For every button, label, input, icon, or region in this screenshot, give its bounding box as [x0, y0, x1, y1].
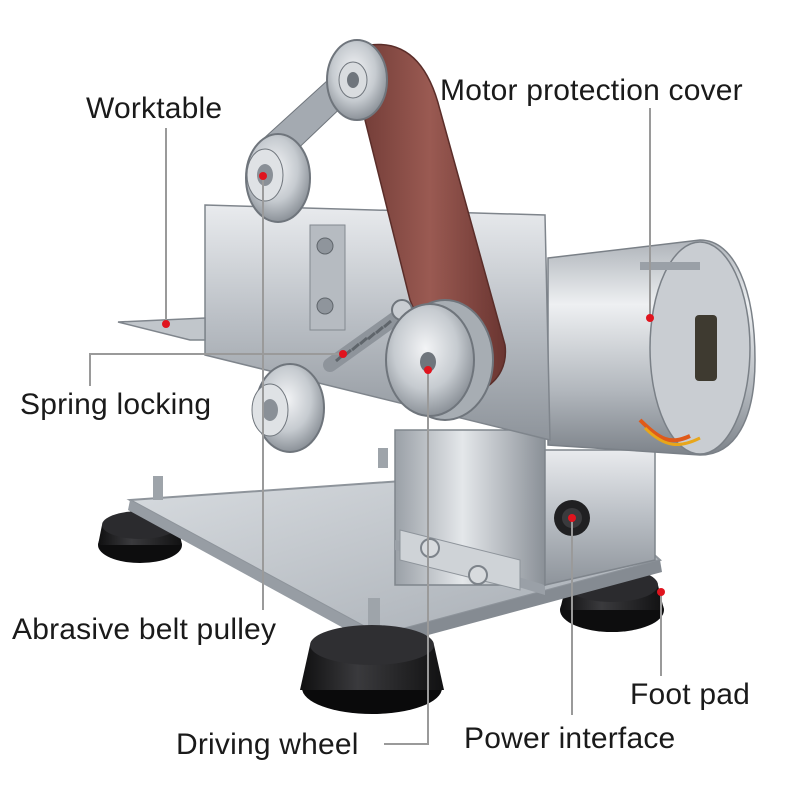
marker-worktable: [162, 320, 170, 328]
top-pulley: [326, 39, 388, 121]
driving-wheel-graphic: [385, 299, 494, 421]
label-driving-wheel: Driving wheel: [176, 728, 359, 761]
label-foot-pad: Foot pad: [630, 678, 751, 711]
leader-driving-wheel: [384, 370, 429, 745]
upper-pulley: [245, 133, 311, 223]
lower-pulley: [251, 363, 325, 453]
leader-lines: [89, 108, 662, 745]
marker-motor-cover: [646, 314, 654, 322]
markers: [162, 172, 665, 596]
marker-driving-wheel: [424, 366, 432, 374]
label-worktable: Worktable: [86, 92, 223, 125]
marker-spring-locking: [339, 350, 347, 358]
label-abrasive-belt-pulley: Abrasive belt pulley: [12, 613, 277, 646]
support-bracket: [394, 429, 546, 595]
motor: [547, 239, 756, 456]
label-motor-protection-cover: Motor protection cover: [440, 74, 743, 107]
marker-foot-pad: [657, 588, 665, 596]
leader-spring-locking: [89, 353, 343, 386]
label-power-interface: Power interface: [464, 722, 676, 755]
marker-power-interface: [568, 514, 576, 522]
foot-front: [300, 625, 444, 714]
marker-belt-pulley: [259, 172, 267, 180]
label-spring-locking: Spring locking: [20, 388, 212, 421]
